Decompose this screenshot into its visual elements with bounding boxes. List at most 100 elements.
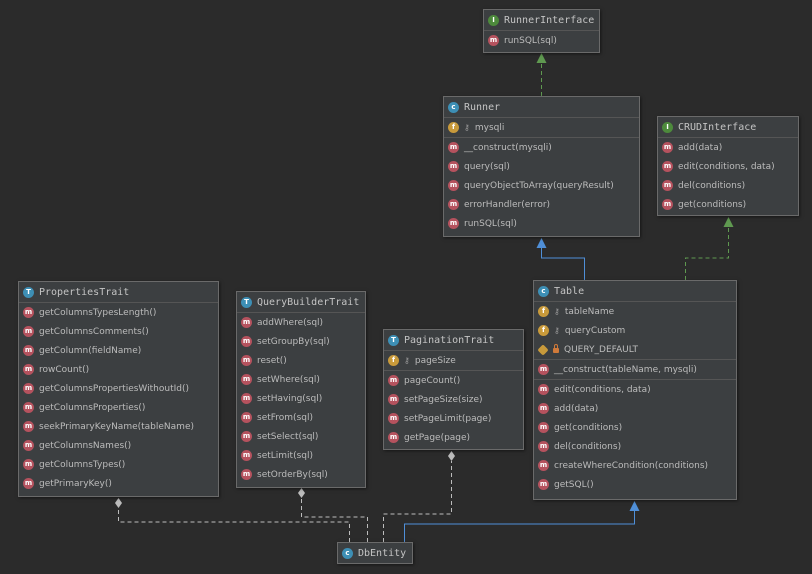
generalization-arrowhead xyxy=(629,501,640,511)
method-icon: m xyxy=(662,199,673,210)
method-icon: m xyxy=(388,375,399,386)
field-row[interactable]: f⚷tableName xyxy=(534,302,736,321)
field-icon: f xyxy=(388,355,399,366)
interface-icon: I xyxy=(488,14,499,26)
method-icon: m xyxy=(448,218,459,229)
member-label: getColumn(fieldName) xyxy=(39,345,142,356)
method-row[interactable]: m__construct(mysqli) xyxy=(444,138,639,157)
method-icon: m xyxy=(241,317,252,328)
member-section: m__construct(tableName, mysqli) xyxy=(534,360,736,380)
method-icon: m xyxy=(538,460,549,471)
method-icon: m xyxy=(241,336,252,347)
method-icon: m xyxy=(388,394,399,405)
method-row[interactable]: m getPage(page) xyxy=(384,428,523,447)
field-row[interactable]: f⚷queryCustom xyxy=(534,321,736,340)
interface-icon: I xyxy=(662,121,673,133)
method-icon: m xyxy=(448,199,459,210)
member-label: getPage(page) xyxy=(404,432,471,443)
member-label: setOrderBy(sql) xyxy=(257,469,328,480)
field-row[interactable]: QUERY_DEFAULT xyxy=(534,340,736,359)
method-icon: m xyxy=(23,364,34,375)
method-row[interactable]: m__construct(tableName, mysqli) xyxy=(534,360,736,379)
member-label: setWhere(sql) xyxy=(257,374,320,385)
method-icon: m xyxy=(662,142,673,153)
member-label: seekPrimaryKeyName(tableName) xyxy=(39,421,194,432)
member-label: add(data) xyxy=(678,142,723,153)
method-row[interactable]: m getColumn(fieldName) xyxy=(19,341,218,360)
member-label: getPrimaryKey() xyxy=(39,478,112,489)
member-label: setSelect(sql) xyxy=(257,431,319,442)
method-row[interactable]: m add(data) xyxy=(658,138,798,157)
method-icon: m xyxy=(448,180,459,191)
field-icon: f xyxy=(448,122,459,133)
node-title: Table xyxy=(554,285,585,297)
generalization-edge xyxy=(541,247,585,280)
method-icon: m xyxy=(23,307,34,318)
node-title: CRUDInterface xyxy=(678,121,757,133)
member-label: getColumnsNames() xyxy=(39,440,132,451)
member-label: edit(conditions, data) xyxy=(678,161,775,172)
method-icon: m xyxy=(388,432,399,443)
trait-use-diamond xyxy=(448,451,455,461)
field-row[interactable]: f⚷mysqli xyxy=(444,118,639,137)
trait-use-edge xyxy=(383,461,452,542)
member-label: get(conditions) xyxy=(554,422,623,433)
method-icon: m xyxy=(538,403,549,414)
trait-icon: T xyxy=(241,296,252,308)
field-row[interactable]: f⚷pageSize xyxy=(384,351,523,370)
method-icon: m xyxy=(388,413,399,424)
member-label: pageSize xyxy=(414,355,456,366)
method-icon: m xyxy=(538,384,549,395)
realization-edge xyxy=(685,226,729,280)
method-icon: m xyxy=(23,345,34,356)
